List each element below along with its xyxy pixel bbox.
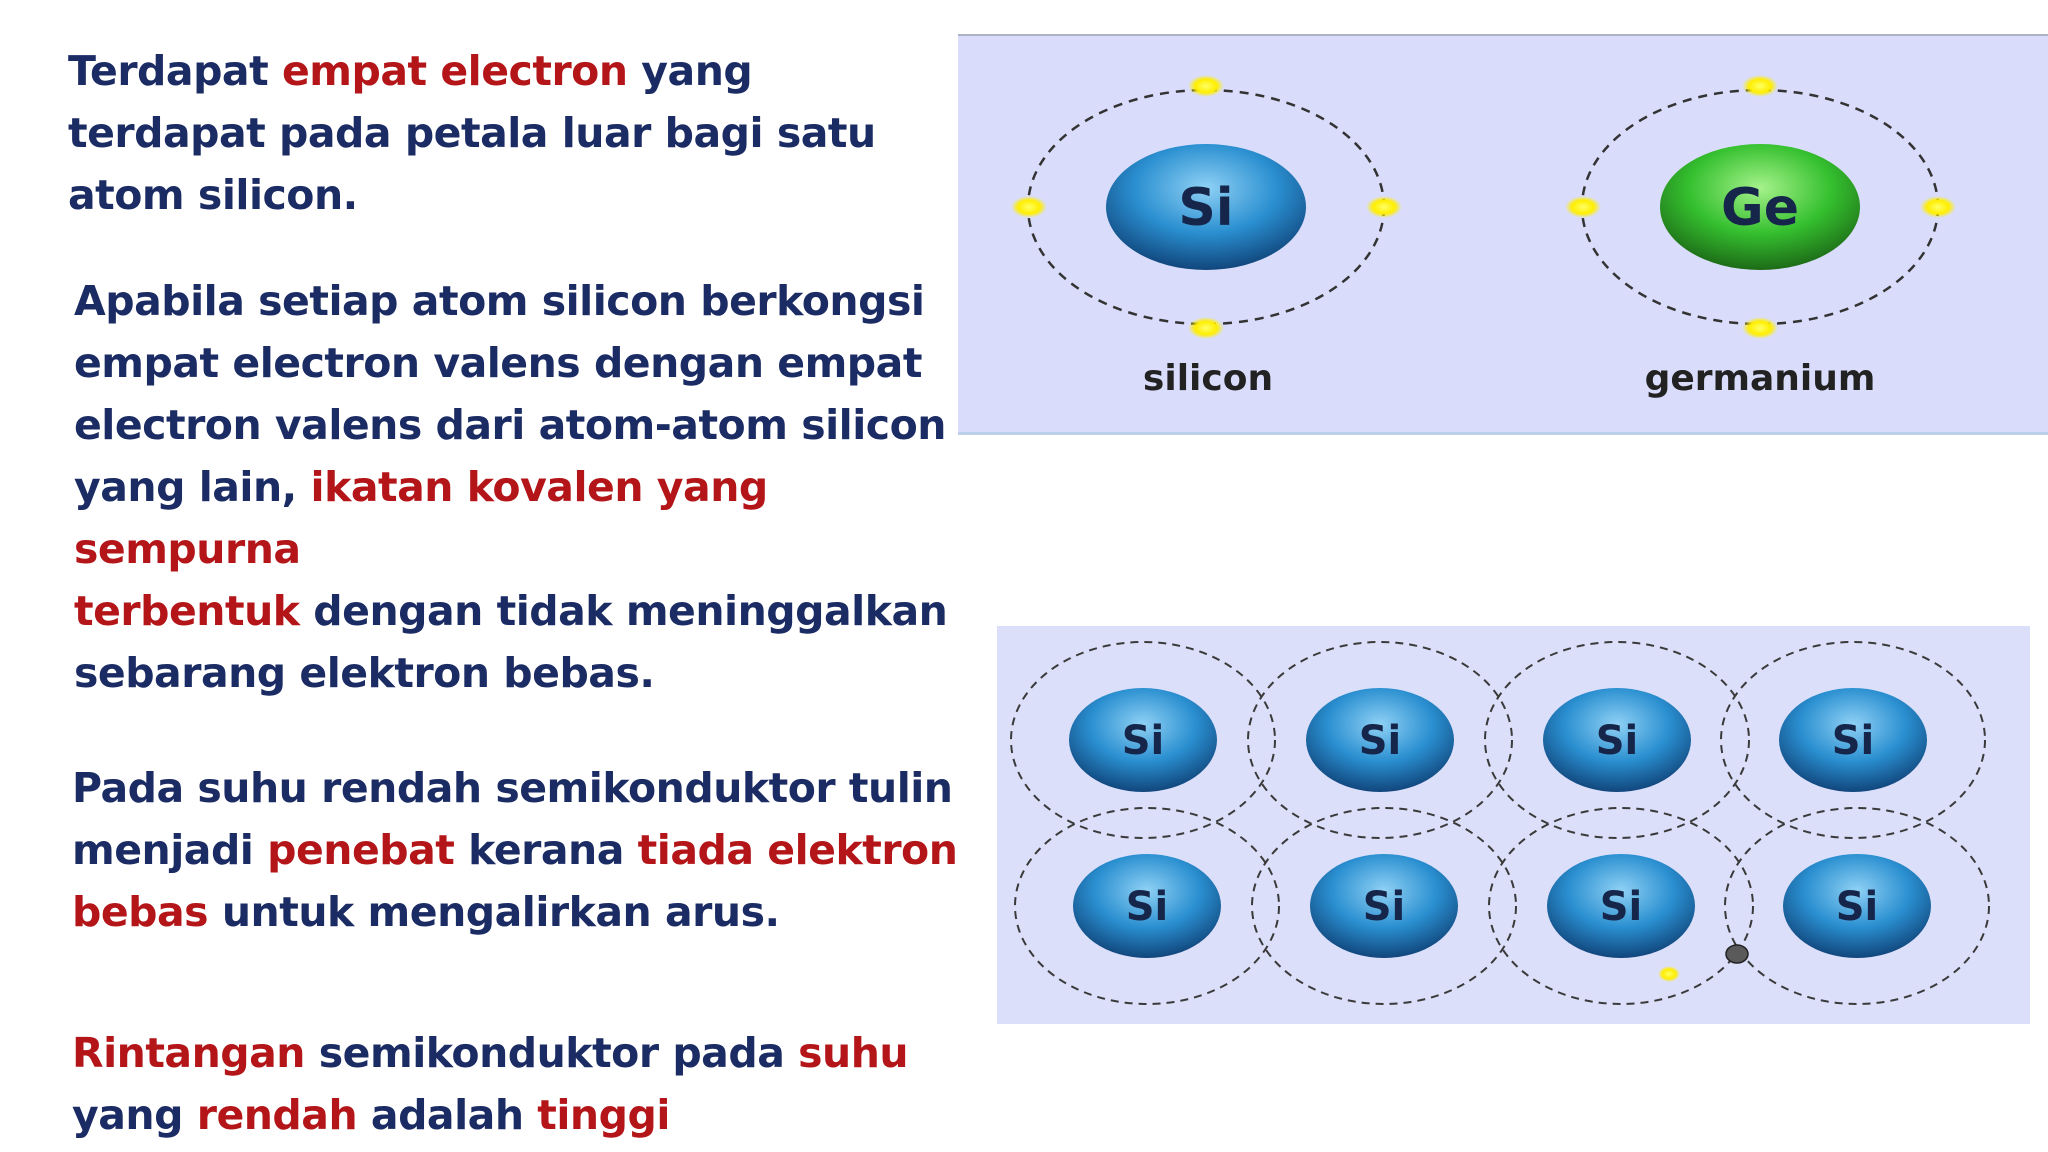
text-run: adalah	[357, 1091, 538, 1139]
lattice-atom-label: Si	[1126, 884, 1169, 930]
lattice-orbit	[1488, 807, 1754, 1005]
lattice-atom	[1073, 854, 1221, 958]
paragraph-resistance: Rintangan semikonduktor pada suhu yang re…	[72, 1022, 962, 1146]
lattice-atom-label: Si	[1836, 884, 1879, 930]
text-run: yang	[72, 1091, 197, 1139]
silicon-symbol: Si	[1178, 178, 1233, 238]
highlighted-text: Rintangan	[72, 1029, 305, 1077]
text-run: untuk mengalirkan arus.	[208, 888, 780, 936]
text-run: Terdapat	[68, 47, 282, 95]
silicon-atom: Si silicon	[1011, 75, 1402, 399]
silicon-caption: silicon	[1143, 358, 1273, 399]
highlighted-text: empat electron	[281, 47, 628, 95]
germanium-electron-top	[1742, 75, 1778, 97]
text-run: sebarang elektron bebas.	[74, 649, 655, 697]
highlighted-text: ikatan kovalen yang sempurna	[74, 463, 768, 573]
silicon-electron-top	[1188, 75, 1224, 97]
lattice-atom	[1783, 854, 1931, 958]
silicon-electron-left	[1011, 196, 1047, 218]
lattice-atom-label: Si	[1363, 884, 1406, 930]
atom-diagram-svg: Si silicon Ge germanium	[1011, 75, 1956, 399]
highlighted-text: penebat	[267, 826, 455, 874]
paragraph-covalent-bond: Apabila setiap atom silicon berkongsi emp…	[74, 270, 964, 704]
germanium-caption: germanium	[1645, 358, 1876, 399]
lattice-atom-label: Si	[1359, 718, 1402, 764]
text-run: semikonduktor pada	[304, 1029, 799, 1077]
lattice-orbit	[1720, 641, 1986, 839]
germanium-symbol: Ge	[1721, 178, 1799, 238]
highlighted-text: suhu	[798, 1029, 909, 1077]
paragraph-insulator-low-temp: Pada suhu rendah semikonduktor tulin menj…	[72, 757, 962, 943]
hole-dot	[1725, 944, 1749, 964]
highlighted-text: tinggi	[537, 1091, 670, 1139]
lattice-orbit	[1014, 807, 1280, 1005]
germanium-electron-right	[1920, 196, 1956, 218]
lattice-atom	[1310, 854, 1458, 958]
atom-diagram-panel: Si silicon Ge germanium	[958, 34, 2048, 435]
germanium-nucleus	[1660, 144, 1860, 270]
text-run: menjadi	[72, 826, 268, 874]
germanium-atom: Ge germanium	[1565, 75, 1956, 399]
text-run: empat electron valens dengan empat	[74, 339, 922, 387]
text-run: yang lain,	[74, 463, 311, 511]
lattice-atom	[1547, 854, 1695, 958]
lattice-orbit	[1247, 641, 1513, 839]
highlighted-text: bebas	[72, 888, 209, 936]
highlighted-text: tiada elektron	[637, 826, 958, 874]
highlighted-text: terbentuk	[74, 587, 300, 635]
paragraph-valence-electrons: Terdapat empat electron yang terdapat pad…	[68, 40, 928, 226]
text-run: electron valens dari atom-atom silicon	[74, 401, 946, 449]
lattice-atom	[1069, 688, 1217, 792]
silicon-electron-right	[1366, 196, 1402, 218]
text-run: kerana	[454, 826, 638, 874]
text-run: atom silicon.	[68, 171, 358, 219]
lattice-atom-label: Si	[1122, 718, 1165, 764]
highlighted-text: rendah	[196, 1091, 358, 1139]
text-run: terdapat pada petala luar bagi satu	[68, 109, 876, 157]
text-run: dengan tidak meninggalkan	[299, 587, 948, 635]
germanium-electron-bottom	[1742, 317, 1778, 339]
text-run: Apabila setiap atom silicon berkongsi	[74, 277, 925, 325]
lattice-atom	[1779, 688, 1927, 792]
lattice-atom	[1543, 688, 1691, 792]
lattice-orbit	[1010, 641, 1276, 839]
lattice-orbit	[1724, 807, 1990, 1005]
silicon-electron-bottom	[1188, 317, 1224, 339]
lattice-atom	[1306, 688, 1454, 792]
text-run: yang	[627, 47, 753, 95]
lattice-atom-label: Si	[1596, 718, 1639, 764]
lattice-atom-label: Si	[1832, 718, 1875, 764]
free-electron-dot	[1658, 966, 1680, 982]
text-run: Pada suhu rendah semikonduktor tulin	[72, 764, 953, 812]
germanium-electron-left	[1565, 196, 1601, 218]
lattice-orbit	[1251, 807, 1517, 1005]
lattice-atom-label: Si	[1600, 884, 1643, 930]
lattice-orbit	[1484, 641, 1750, 839]
silicon-nucleus	[1106, 144, 1306, 270]
